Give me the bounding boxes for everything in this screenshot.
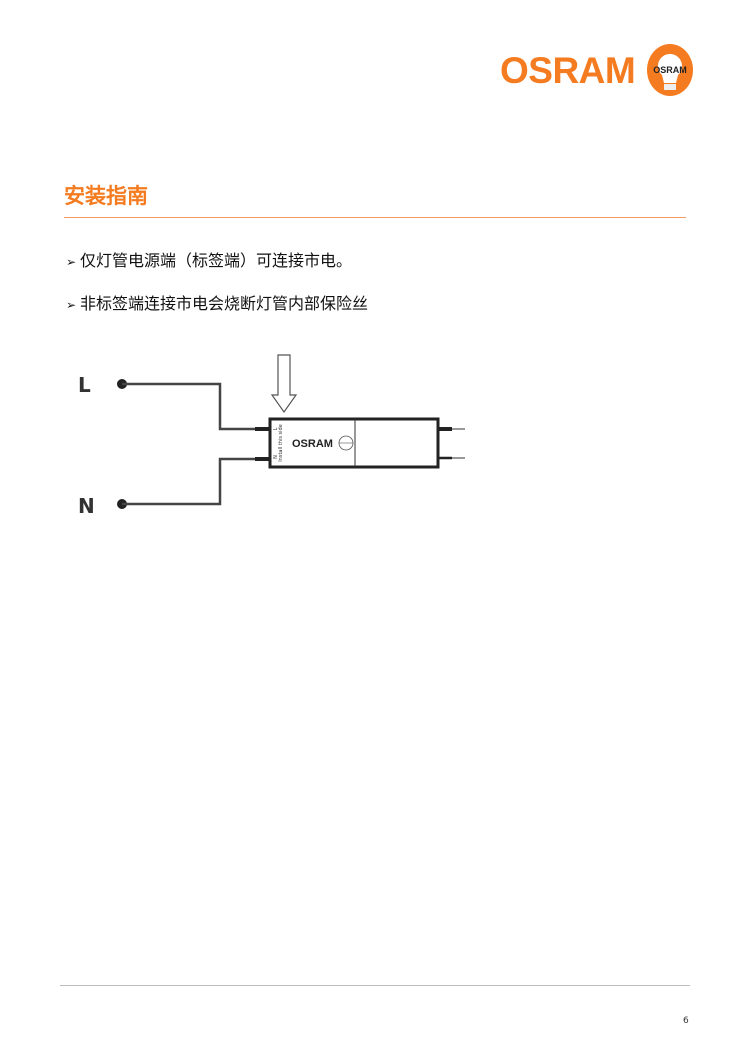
tube-brand: OSRAM: [292, 438, 333, 450]
install-arrow-icon: [270, 354, 298, 414]
arrow-bullet-icon: ➢: [66, 298, 77, 312]
neutral-wire: [122, 457, 255, 506]
wiring-diagram: L N Install this side L N OSRAM: [78, 354, 465, 518]
tube-pin-n: N: [273, 455, 279, 459]
bullet-text: 非标签端连接市电会烧断灯管内部保险丝: [80, 294, 369, 313]
logo-wordmark: OSRAM: [500, 50, 636, 91]
bullet-item: ➢非标签端连接市电会烧断灯管内部保险丝: [66, 290, 368, 314]
bullet-text: 仅灯管电源端（标签端）可连接市电。: [80, 251, 353, 270]
title-divider: [64, 217, 686, 218]
page-number: 6: [683, 1016, 689, 1026]
footer-divider: [60, 985, 690, 986]
arrow-bullet-icon: ➢: [66, 255, 77, 269]
line-wire: [122, 382, 255, 431]
line-label: L: [78, 373, 91, 397]
neutral-label: N: [78, 494, 95, 518]
tube-pin-l: L: [273, 427, 279, 430]
logo-badge-text: OSRAM: [653, 65, 687, 75]
led-tube: [268, 417, 440, 469]
osram-logo: OSRAM OSRAM: [500, 44, 695, 100]
tube-note: Install this side: [278, 424, 284, 462]
section-title: 安装指南: [64, 184, 148, 208]
lightbulb-logo-icon: OSRAM: [647, 44, 693, 96]
bullet-item: ➢仅灯管电源端（标签端）可连接市电。: [66, 247, 352, 271]
